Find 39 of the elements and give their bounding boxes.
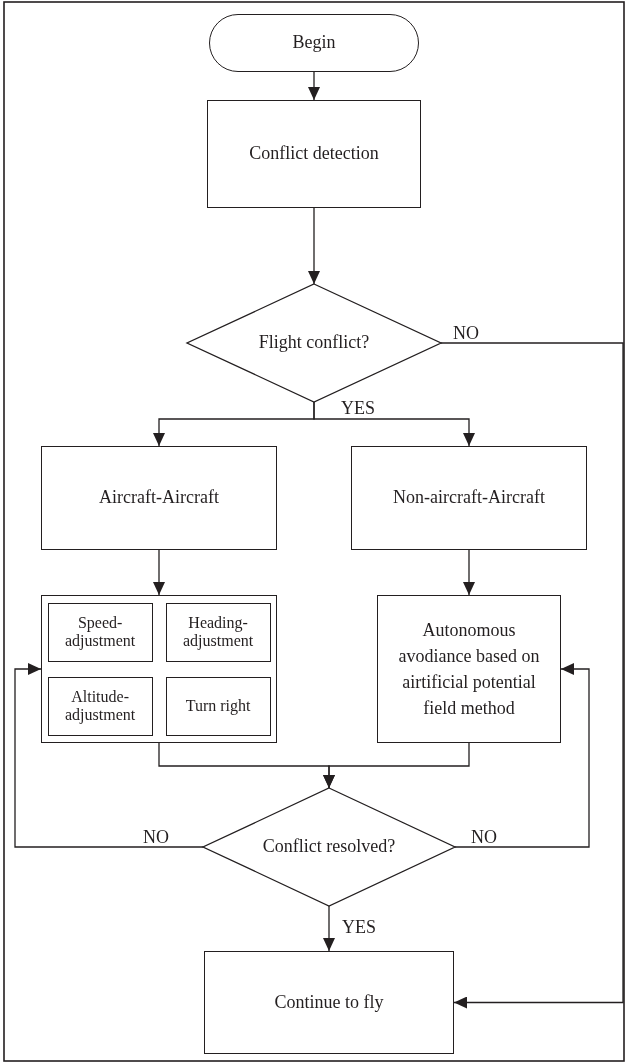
arrow bbox=[454, 663, 590, 848]
node-text: Begin bbox=[291, 32, 337, 54]
process-box bbox=[47, 602, 153, 662]
node-text: Aircraft-Aircraft bbox=[98, 487, 220, 509]
arrow bbox=[153, 549, 165, 596]
arrow bbox=[323, 905, 335, 952]
arrow bbox=[308, 71, 320, 101]
arrow bbox=[463, 549, 475, 596]
node-text: Conflict resolved? bbox=[261, 836, 397, 858]
process-box bbox=[165, 676, 271, 736]
process-box bbox=[47, 676, 153, 736]
node-text: Conflict detection bbox=[248, 143, 380, 165]
process-box bbox=[41, 446, 277, 550]
edge-label: NO bbox=[470, 828, 498, 846]
process-box bbox=[377, 595, 561, 743]
edge-label: YES bbox=[340, 399, 376, 417]
decision-diamond bbox=[203, 788, 455, 906]
edge-label: NO bbox=[452, 324, 480, 342]
process-box bbox=[351, 446, 587, 550]
decision-diamond bbox=[187, 284, 441, 402]
group-box bbox=[41, 595, 277, 743]
process-box bbox=[204, 951, 454, 1054]
process-box bbox=[165, 602, 271, 662]
edge-label: NO bbox=[142, 828, 170, 846]
node-text: Non-aircraft-Aircraft bbox=[392, 487, 546, 509]
process-box bbox=[207, 100, 421, 208]
arrow bbox=[440, 342, 624, 1009]
node-text: Turn right bbox=[184, 696, 252, 716]
node-text: Flight conflict? bbox=[257, 332, 371, 354]
node-text: Autonomous avodiance based on airtificial potential field method bbox=[397, 618, 541, 721]
node-text: Altitude-adjustment bbox=[64, 687, 137, 725]
arrow bbox=[323, 742, 470, 789]
node-text: Speed-adjustment bbox=[64, 613, 137, 651]
edge-label: YES bbox=[341, 918, 377, 936]
arrow bbox=[313, 401, 475, 447]
arrow bbox=[308, 207, 320, 285]
node-text: Heading-adjustment bbox=[182, 613, 255, 651]
arrow bbox=[14, 663, 204, 848]
node-text: Continue to fly bbox=[273, 991, 385, 1014]
